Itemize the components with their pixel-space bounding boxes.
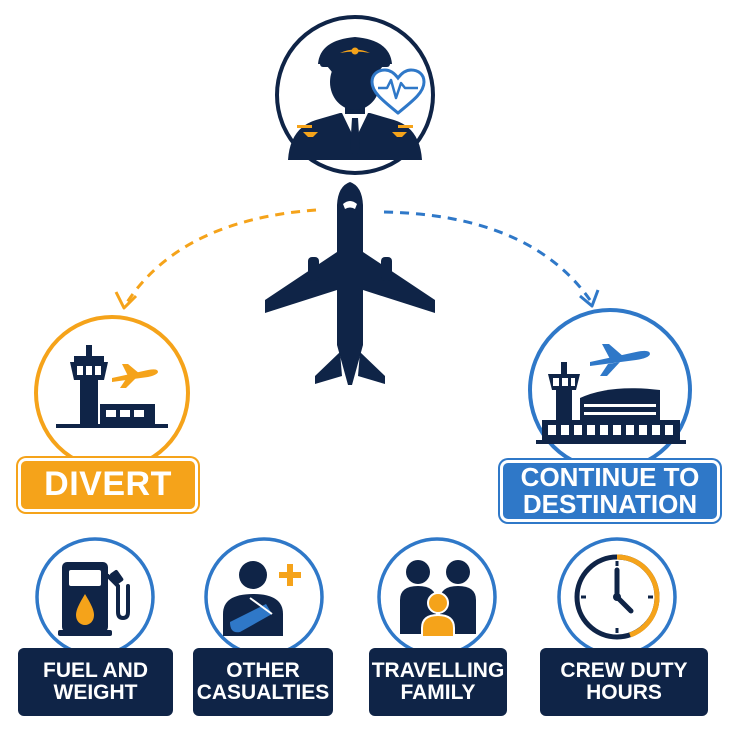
fuel-pump-icon	[35, 537, 155, 657]
dashed-blue-arrow	[383, 210, 592, 301]
dashed-blue-arrowhead	[579, 289, 600, 308]
airport-terminal-icon	[528, 308, 692, 472]
airplane-icon	[265, 182, 435, 385]
injured-person-icon	[204, 537, 324, 657]
factor-label-other-casualties: OTHER CASUALTIES	[193, 648, 333, 716]
continue-to-destination-label: CONTINUE TO DESTINATION	[500, 460, 720, 522]
family-icon	[377, 537, 497, 657]
divert-label: DIVERT	[18, 458, 198, 512]
factor-label-travelling-family: TRAVELLING FAMILY	[369, 648, 507, 716]
dashed-orange-arrow	[124, 208, 317, 305]
dashed-orange-arrowhead	[114, 291, 138, 310]
factor-label-fuel-and-weight: FUEL AND WEIGHT	[18, 648, 173, 716]
pilot-with-heartbeat-icon	[275, 15, 435, 175]
control-tower-airport-icon	[34, 315, 190, 471]
clock-icon	[557, 537, 677, 657]
factor-label-crew-duty-hours: CREW DUTY HOURS	[540, 648, 708, 716]
